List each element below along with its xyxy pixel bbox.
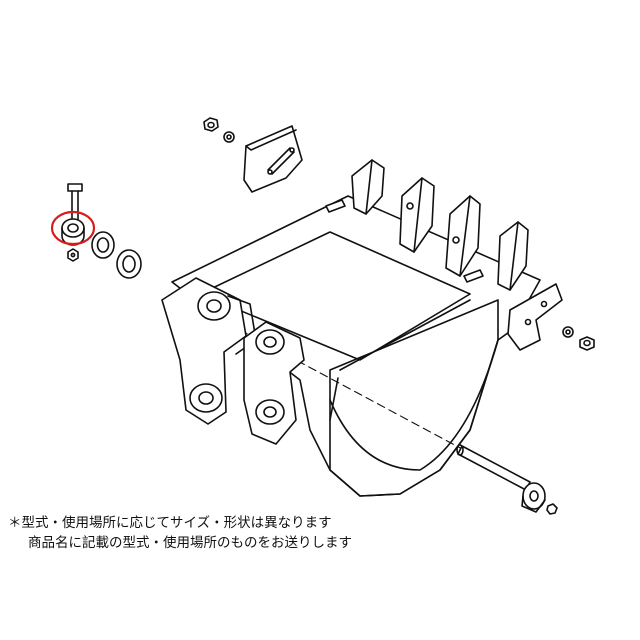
bucket-pin bbox=[456, 444, 546, 513]
washer-1 bbox=[91, 231, 115, 259]
nut-right bbox=[579, 336, 595, 351]
bucket-body bbox=[171, 195, 541, 497]
spring-washer-top bbox=[223, 131, 235, 143]
bucket-bracket-left bbox=[161, 277, 257, 425]
side-cutter-top bbox=[243, 125, 303, 193]
note-line-2: 商品名に記載の型式・使用場所のものをお送りします bbox=[28, 535, 352, 551]
bucket-teeth bbox=[351, 159, 529, 291]
pin-bolt-small bbox=[546, 503, 558, 515]
nut-small bbox=[67, 248, 79, 262]
bushing-highlighted bbox=[50, 210, 96, 246]
washer-2 bbox=[116, 249, 142, 279]
bucket-bolts bbox=[325, 199, 484, 283]
washer-right bbox=[562, 326, 574, 338]
notes: ＊型式・使用場所に応じてサイズ・形状は異なります 商品名に記載の型式・使用場所の… bbox=[8, 513, 628, 553]
note-line-1: ＊型式・使用場所に応じてサイズ・形状は異なります bbox=[8, 515, 332, 531]
bolt bbox=[67, 183, 83, 223]
side-cutter-right bbox=[507, 283, 563, 351]
bucket-bracket-right bbox=[243, 321, 305, 445]
nut-top bbox=[203, 117, 219, 132]
